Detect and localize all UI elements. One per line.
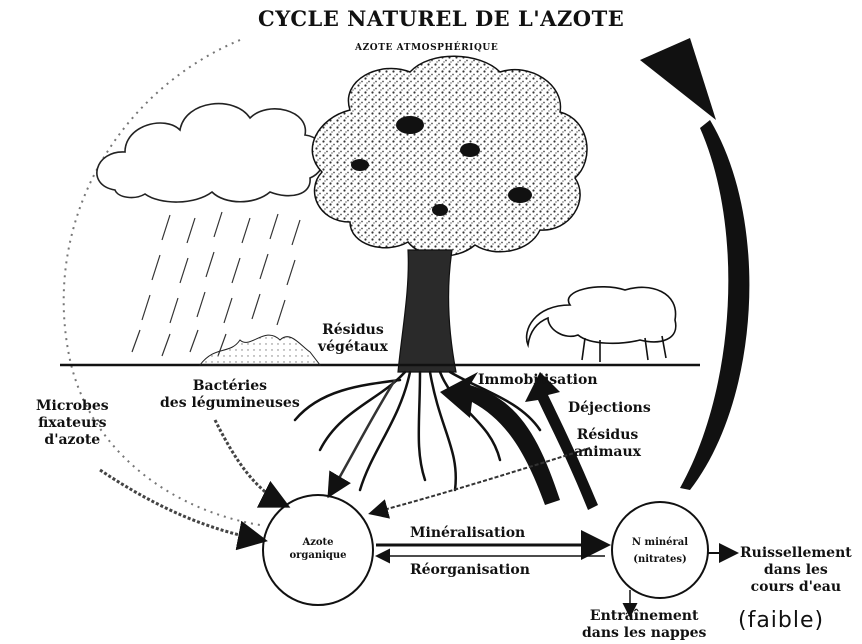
- azote-organique-label: Azote organique: [289, 536, 347, 562]
- azote-organique-line-2: organique: [289, 549, 347, 562]
- microbes-line-2: fixateurs: [36, 415, 109, 432]
- immobilisation-label: Immobilisation: [478, 372, 598, 389]
- microbes-line-3: d'azote: [36, 432, 109, 449]
- bacteries-label: Bactéries des légumineuses: [160, 378, 300, 412]
- entrainement-label: Entraînement dans les nappes: [582, 608, 706, 642]
- denitrification-arrowhead: [640, 38, 716, 120]
- bacteries-arrow: [215, 420, 285, 505]
- rain-streaks: [132, 212, 300, 356]
- tree-trunk: [398, 250, 456, 372]
- microbes-line-1: Microbes: [36, 398, 109, 415]
- sheep-illustration: [527, 287, 676, 362]
- n-mineral-line-1: N minéral: [625, 536, 695, 549]
- residus-animaux-label: Résidus animaux: [574, 427, 641, 461]
- ruissellement-line-1: Ruissellement: [740, 545, 852, 562]
- n-mineral-label: N minéral (nitrates): [625, 536, 695, 566]
- ruissellement-label: Ruissellement dans les cours d'eau: [740, 545, 852, 596]
- mineralisation-label: Minéralisation: [410, 525, 525, 542]
- entrainement-line-1: Entraînement: [582, 608, 706, 625]
- residus-animaux-line-1: Résidus: [574, 427, 641, 444]
- residus-animaux-line-2: animaux: [574, 444, 641, 461]
- bacteries-line-1: Bactéries: [160, 378, 300, 395]
- dejections-label: Déjections: [568, 400, 651, 417]
- microbes-label: Microbes fixateurs d'azote: [36, 398, 109, 449]
- ground-vegetation: [200, 335, 320, 365]
- azote-organique-line-1: Azote: [289, 536, 347, 549]
- reorganisation-label: Réorganisation: [410, 562, 530, 579]
- tree-roots: [295, 372, 540, 490]
- faible-annotation: (faible): [738, 612, 824, 629]
- diagram-title: CYCLE NATUREL DE L'AZOTE: [258, 10, 624, 27]
- residus-vegetaux-label: Résidus végétaux: [318, 322, 388, 356]
- diagram-subtitle: AZOTE ATMOSPHÉRIQUE: [355, 40, 498, 57]
- ruissellement-line-2: dans les: [740, 562, 852, 579]
- ruissellement-line-3: cours d'eau: [740, 579, 852, 596]
- tree-canopy: [312, 56, 587, 256]
- cloud-shape: [97, 104, 325, 202]
- n-mineral-line-2: (nitrates): [625, 553, 695, 566]
- microbes-arrow: [100, 470, 262, 540]
- residus-animaux-to-organique-arrow: [372, 448, 590, 513]
- denitrification-arc: [680, 120, 749, 490]
- residus-vegetaux-line-1: Résidus: [318, 322, 388, 339]
- bacteries-line-2: des légumineuses: [160, 395, 300, 412]
- entrainement-line-2: dans les nappes: [582, 625, 706, 642]
- residus-vegetaux-line-2: végétaux: [318, 339, 388, 356]
